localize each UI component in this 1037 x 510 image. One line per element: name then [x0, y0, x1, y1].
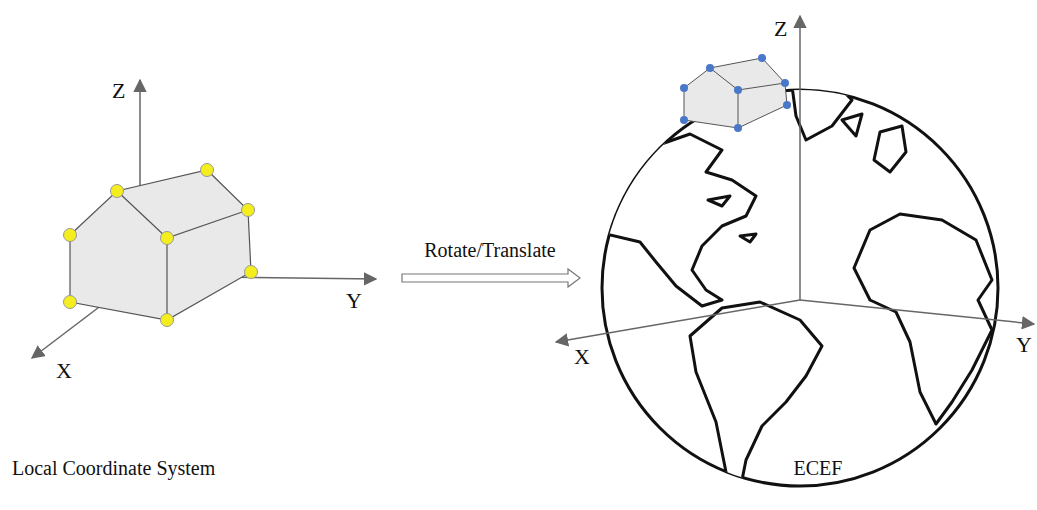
axis-label: X [56, 360, 72, 382]
axis-label: Z [112, 80, 125, 102]
caption-label: Local Coordinate System [12, 458, 215, 478]
ecef-house [680, 54, 791, 132]
local-house [64, 164, 258, 327]
globe [598, 80, 998, 500]
axis-label: X [574, 346, 590, 368]
ecef-axes [556, 16, 1034, 342]
local-axes [32, 80, 376, 358]
transform-arrow [402, 269, 580, 287]
axis-label: Y [1016, 334, 1032, 356]
caption-label: ECEF [794, 458, 843, 478]
axis-label: Z [774, 18, 787, 40]
axis-label: Y [346, 290, 362, 312]
transform-label: Rotate/Translate [424, 240, 555, 260]
